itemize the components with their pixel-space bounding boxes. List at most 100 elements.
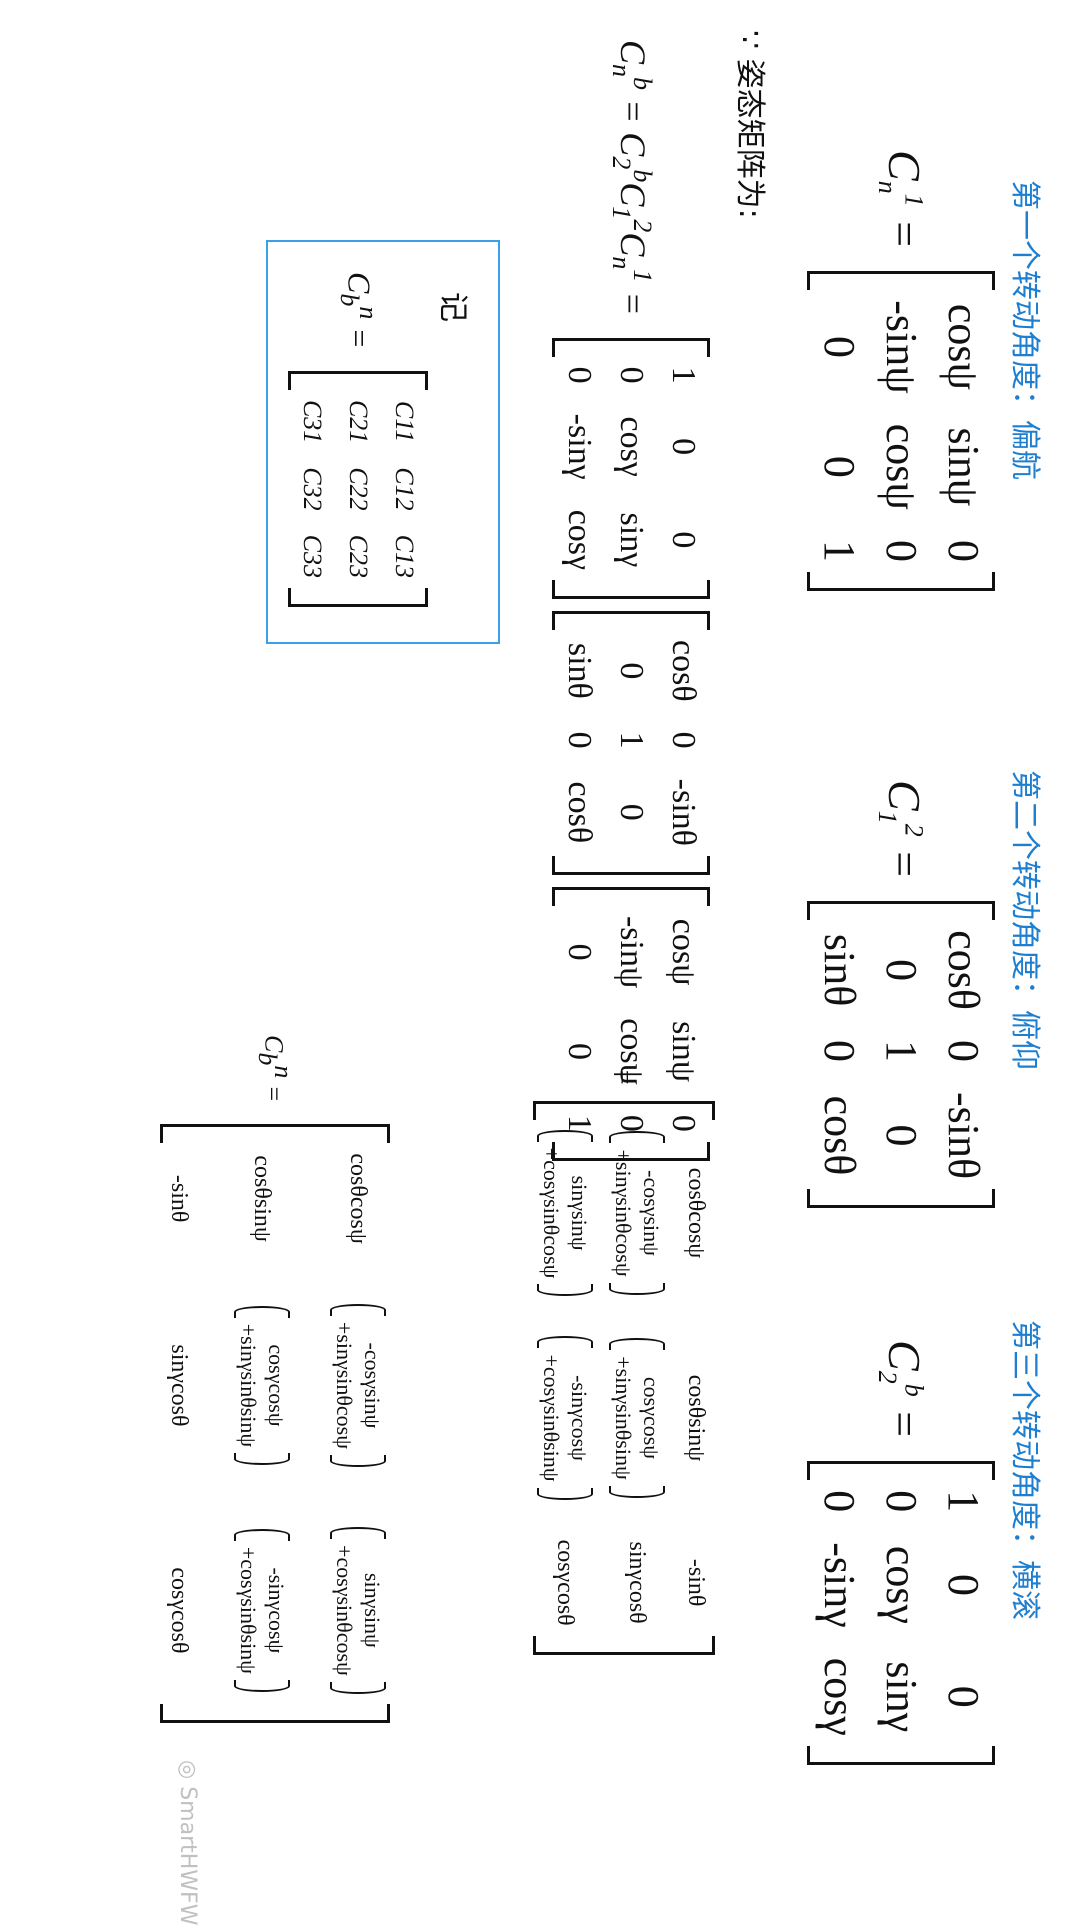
cell: C11 <box>390 400 419 443</box>
cell: 0 <box>939 1039 988 1062</box>
group-cell: -sinγcosψ+cosγsinθsinψ <box>234 1528 290 1692</box>
cell: 0 <box>877 959 926 982</box>
cell: sinγ <box>613 512 650 568</box>
cell: sinγ <box>877 1661 926 1733</box>
matrix-product-1-grid: 1 0 0 0 cosγ sinγ 0 -sinγ cosγ <box>552 357 710 580</box>
cell: -sinγ <box>815 1542 864 1628</box>
note-label: 记 <box>435 292 470 322</box>
cell: sinθ <box>815 933 864 1007</box>
eq-cn1: Cn1 = cosψ sinψ 0 -sinψ cosψ 0 0 0 1 <box>807 150 995 597</box>
cell: -sinψ <box>613 915 650 989</box>
cell: 1 <box>877 1039 926 1062</box>
cell: 0 <box>561 731 598 749</box>
cell: 0 <box>877 539 926 562</box>
matrix-product-2: cosθ 0 -sinθ 0 1 0 sinθ 0 cosθ <box>552 611 710 875</box>
group-cell: -sinγcosψ+cosγsinθsinψ <box>537 1336 593 1500</box>
cell-line: +sinγsinθsinψ <box>611 1356 636 1480</box>
wechat-icon: ◎ <box>175 1760 200 1787</box>
cell: 0 <box>939 1573 988 1596</box>
eq-transposed: Cbn = cosθcosψ -cosγsinψ+sinγsinθcosψ si… <box>160 1035 390 1729</box>
cell: cosψ <box>665 918 702 986</box>
cell: 0 <box>561 366 598 384</box>
cell: cosθ <box>665 640 702 702</box>
group-cell: sinγsinψ+cosγsinθcosψ <box>330 1527 386 1694</box>
lhs-transposed: Cbn = <box>253 1035 298 1103</box>
cell: cosθ <box>561 781 598 844</box>
cell: C22 <box>344 467 373 511</box>
matrix-c12: cosθ 0 -sinθ 0 1 0 sinθ 0 cosθ <box>807 901 995 1209</box>
cell: 0 <box>815 455 864 478</box>
cell: C32 <box>298 467 327 511</box>
cell: 1 <box>939 1490 988 1513</box>
cell: 0 <box>613 366 650 384</box>
cell: cosθcosψ <box>683 1167 709 1259</box>
cell-line: +cosγsinθcosψ <box>332 1545 357 1676</box>
cell: C23 <box>344 534 373 578</box>
cell: sinγcosθ <box>624 1541 650 1624</box>
cell: cosγ <box>613 416 650 477</box>
cell: -sinθ <box>683 1558 709 1607</box>
cell-line: cosγcosψ <box>264 1344 289 1427</box>
cell-line: -cosγsinψ <box>639 1170 664 1256</box>
cell: -sinγ <box>561 413 598 480</box>
cell: C33 <box>298 534 327 578</box>
cell: C13 <box>390 534 419 578</box>
cell-line: +sinγsinθcosψ <box>332 1321 357 1450</box>
lhs-c12: C12 = <box>872 780 930 880</box>
title-roll: 第三个转动角度：横滚 <box>1007 1320 1042 1620</box>
lhs-note: Cbn = <box>334 272 383 349</box>
cell: 1 <box>613 731 650 749</box>
matrix-result: cosθcosψ cosθsinψ -sinθ -cosγsinψ+sinγsi… <box>533 1100 715 1655</box>
eq-c2b: C2b = 1 0 0 0 cosγ sinγ 0 -sinγ cosγ <box>807 1340 995 1771</box>
matrix-transposed-grid: cosθcosψ -cosγsinψ+sinγsinθcosψ sinγsinψ… <box>160 1143 390 1703</box>
cell: 1 <box>815 539 864 562</box>
watermark-text: SmartHWFW <box>175 1786 200 1925</box>
title-yaw: 第一个转动角度：偏航 <box>1007 180 1042 480</box>
cell-line: -cosγsinψ <box>360 1342 385 1429</box>
cell: 1 <box>665 366 702 384</box>
cell: cosθ <box>939 930 988 1010</box>
eq-note: Cbn = C11 C12 C13 C21 C22 C23 C31 C32 C3… <box>288 272 428 613</box>
cell-line: sinγsinψ <box>360 1572 385 1648</box>
cell: 0 <box>561 1043 598 1061</box>
cell: cosγ <box>877 1545 926 1625</box>
cell-line: +cosγsinθcosψ <box>539 1147 564 1279</box>
cell: 0 <box>613 662 650 680</box>
cell: 0 <box>665 531 702 549</box>
therefore-text: ∵ 姿态矩阵为: <box>732 30 767 219</box>
matrix-result-grid: cosθcosψ cosθsinψ -sinθ -cosγsinψ+sinγsi… <box>533 1120 715 1636</box>
title-pitch: 第二个转动角度：俯仰 <box>1007 770 1042 1070</box>
cell: sinθ <box>561 642 598 699</box>
matrix-c2b: 1 0 0 0 cosγ sinγ 0 -sinγ cosγ <box>807 1461 995 1765</box>
cell: C12 <box>390 467 419 511</box>
group-cell: cosγcosψ+sinγsinθsinψ <box>609 1338 665 1498</box>
cell: 0 <box>877 1124 926 1147</box>
matrix-note-grid: C11 C12 C13 C21 C22 C23 C31 C32 C33 <box>288 390 428 588</box>
matrix-product-2-grid: cosθ 0 -sinθ 0 1 0 sinθ 0 cosθ <box>552 630 710 856</box>
cell-line: +cosγsinθsinψ <box>539 1354 564 1482</box>
cell: 0 <box>561 943 598 961</box>
group-cell: sinγsinψ+cosγsinθcosψ <box>537 1129 593 1297</box>
matrix-cn1: cosψ sinψ 0 -sinψ cosψ 0 0 0 1 <box>807 271 995 591</box>
cell: 0 <box>815 1039 864 1062</box>
cell: 0 <box>665 438 702 456</box>
cell: cosψ <box>877 423 926 510</box>
lhs-product: Cnb = C2bC12Cn1 = <box>606 40 657 316</box>
matrix-cn1-grid: cosψ sinψ 0 -sinψ cosψ 0 0 0 1 <box>807 290 995 572</box>
matrix-transposed: cosθcosψ -cosγsinψ+sinγsinθcosψ sinγsinψ… <box>160 1124 390 1723</box>
cell: 0 <box>665 731 702 749</box>
cell: cosθsinψ <box>249 1155 275 1242</box>
cell: cosγcosθ <box>552 1539 578 1626</box>
eq-product: Cnb = C2bC12Cn1 = 1 0 0 0 cosγ sinγ 0 -s… <box>552 40 710 1167</box>
cell: -sinψ <box>877 300 926 394</box>
matrix-c12-grid: cosθ 0 -sinθ 0 1 0 sinθ 0 cosθ <box>807 920 995 1189</box>
cell: C21 <box>344 399 373 444</box>
cell-line: -sinγcosψ <box>264 1567 289 1654</box>
lhs-c2b: C2b = <box>872 1340 930 1440</box>
cell: cosθcosψ <box>345 1153 371 1244</box>
eq-c12: C12 = cosθ 0 -sinθ 0 1 0 sinθ 0 cosθ <box>807 780 995 1214</box>
cell: 0 <box>815 336 864 358</box>
lhs-cn1: Cn1 = <box>872 150 930 250</box>
group-cell: cosγcosψ+sinγsinθsinψ <box>234 1305 290 1466</box>
